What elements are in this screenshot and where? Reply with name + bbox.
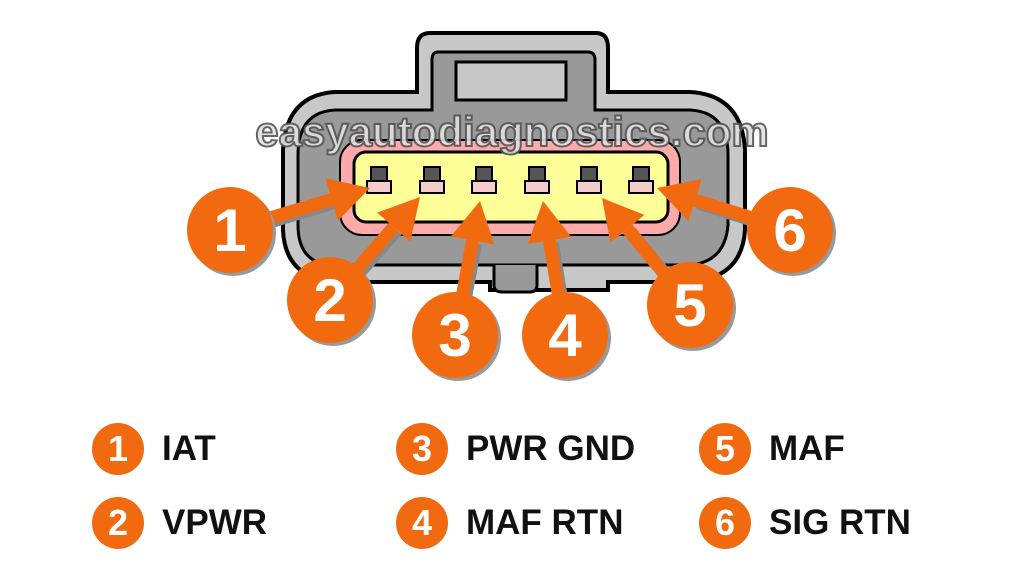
badge-pin-6: 6 <box>747 187 836 276</box>
pin-terminal-3 <box>471 166 497 194</box>
legend-label: SIG RTN <box>769 503 911 542</box>
badge-pin-2: 2 <box>287 257 376 346</box>
badge-number: 3 <box>438 302 471 369</box>
legend-label: MAF <box>769 429 845 468</box>
legend-label: IAT <box>162 429 216 468</box>
badge-pin-5: 5 <box>647 262 736 351</box>
legend-item-4: 4 MAF RTN <box>396 495 623 551</box>
pin-terminal-1 <box>366 166 392 194</box>
connector-housing <box>281 31 747 294</box>
legend-badge: 4 <box>396 497 448 549</box>
legend-label: PWR GND <box>466 429 636 468</box>
legend-badge: 2 <box>92 497 144 549</box>
badge-number: 1 <box>213 197 246 264</box>
legend-label: VPWR <box>162 503 267 542</box>
pin-terminal-4 <box>524 166 550 194</box>
pin-terminals <box>366 166 654 194</box>
pin-terminal-5 <box>576 166 602 194</box>
legend-badge: 5 <box>699 423 751 475</box>
badge-number: 5 <box>673 272 706 339</box>
badge-number: 4 <box>548 302 582 369</box>
legend-item-2: 2 VPWR <box>92 495 267 551</box>
legend-badge: 1 <box>92 423 144 475</box>
badge-number: 6 <box>773 197 806 264</box>
pin-terminal-6 <box>628 166 654 194</box>
legend-item-5: 5 MAF <box>699 421 845 477</box>
badge-pin-3: 3 <box>412 292 501 381</box>
badge-number: 2 <box>313 267 346 334</box>
badge-pin-4: 4 <box>522 292 611 381</box>
legend-item-6: 6 SIG RTN <box>699 495 911 551</box>
watermark: easyautodiagnostics.com <box>255 108 769 155</box>
legend-label: MAF RTN <box>466 503 624 542</box>
legend-item-3: 3 PWR GND <box>396 421 635 477</box>
legend-badge: 3 <box>396 423 448 475</box>
badge-pin-1: 1 <box>187 187 276 276</box>
pin-terminal-2 <box>419 166 445 194</box>
legend-badge: 6 <box>699 497 751 549</box>
legend-item-1: 1 IAT <box>92 421 216 477</box>
